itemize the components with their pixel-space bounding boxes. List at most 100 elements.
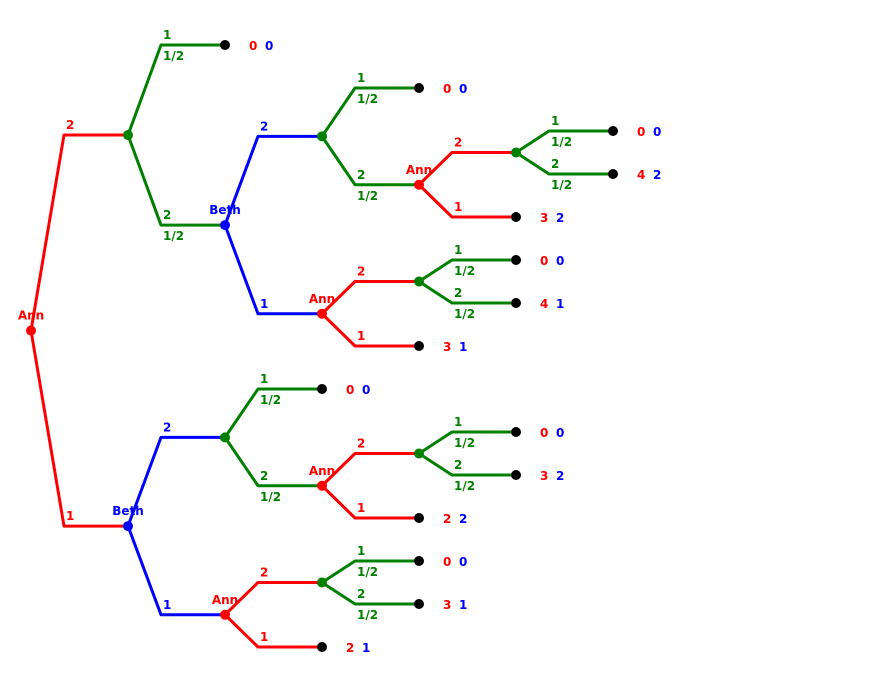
payoff-player2: 0 xyxy=(653,125,661,139)
payoff-player2: 0 xyxy=(459,82,467,96)
edge-root-0-1-1-0 xyxy=(320,280,421,316)
terminal-node xyxy=(317,642,327,652)
chance-node xyxy=(123,130,133,141)
edge-root-0-1-0-1 xyxy=(320,134,421,187)
edge-root-0-1-0-1-1 xyxy=(417,183,518,219)
action-label: 2 xyxy=(260,566,268,580)
action-label: 1 xyxy=(163,28,171,42)
payoff-player1: 2 xyxy=(346,641,354,655)
ann-node xyxy=(317,308,327,319)
terminal-node xyxy=(511,298,521,308)
probability-label: 1/2 xyxy=(454,264,475,278)
edge-root-1-0-1 xyxy=(223,435,324,488)
chance-node xyxy=(317,131,327,142)
edge-root-0-1-0-1-0-1 xyxy=(514,151,615,176)
action-label: 1 xyxy=(454,243,462,257)
terminal-node xyxy=(414,556,424,566)
edge-root-0-1-0-1-0 xyxy=(417,151,518,187)
edge-root-1-0 xyxy=(126,435,227,528)
action-label: 1 xyxy=(357,544,365,558)
ann-player-label: Ann xyxy=(406,163,432,177)
probability-label: 1/2 xyxy=(357,92,378,106)
edge-root-0-1 xyxy=(126,133,227,227)
action-label: 1 xyxy=(357,329,365,343)
tree-edges xyxy=(29,43,615,649)
tree-nodes xyxy=(26,40,618,652)
action-label: 1 xyxy=(357,71,365,85)
payoff-player2: 2 xyxy=(556,469,564,483)
action-label: 2 xyxy=(163,420,171,434)
payoff-player1: 3 xyxy=(540,469,548,483)
terminal-node xyxy=(220,40,230,50)
edge-root-1-1-0-1 xyxy=(320,581,421,606)
action-label: 2 xyxy=(260,119,268,133)
edge-root-0-1-1-0-1 xyxy=(417,280,518,305)
terminal-node xyxy=(511,255,521,265)
terminal-node xyxy=(608,169,618,179)
payoff-player2: 0 xyxy=(459,555,467,569)
beth-node xyxy=(220,220,230,231)
edge-root-1 xyxy=(29,329,130,528)
chance-node xyxy=(414,276,424,287)
payoff-player1: 2 xyxy=(443,512,451,526)
payoff-player1: 0 xyxy=(540,426,548,440)
ann-node xyxy=(26,325,36,336)
payoff-player2: 0 xyxy=(556,254,564,268)
action-label: 2 xyxy=(260,469,268,483)
action-label: 1 xyxy=(66,509,74,523)
payoff-player2: 0 xyxy=(556,426,564,440)
ann-node xyxy=(317,480,327,491)
payoff-player2: 1 xyxy=(362,641,370,655)
action-label: 2 xyxy=(454,136,462,150)
action-label: 1 xyxy=(454,200,462,214)
chance-node xyxy=(511,147,521,158)
probability-label: 1/2 xyxy=(163,229,184,243)
edge-root-1-0-0 xyxy=(223,387,324,439)
action-label: 2 xyxy=(454,458,462,472)
terminal-node xyxy=(511,427,521,437)
terminal-node xyxy=(511,470,521,480)
payoff-player1: 4 xyxy=(637,168,645,182)
edge-root-1-1 xyxy=(126,524,227,617)
payoff-player1: 0 xyxy=(540,254,548,268)
terminal-node xyxy=(608,126,618,136)
probability-label: 1/2 xyxy=(357,565,378,579)
action-label: 2 xyxy=(357,587,365,601)
payoff-player2: 0 xyxy=(265,39,273,53)
probability-label: 1/2 xyxy=(260,393,281,407)
action-label: 1 xyxy=(260,297,268,311)
probability-label: 1/2 xyxy=(454,436,475,450)
payoff-player1: 3 xyxy=(443,598,451,612)
payoff-player1: 3 xyxy=(443,340,451,354)
payoff-player2: 1 xyxy=(459,340,467,354)
probability-label: 1/2 xyxy=(357,608,378,622)
chance-node xyxy=(414,448,424,459)
terminal-node xyxy=(511,212,521,222)
chance-node xyxy=(317,577,327,588)
action-label: 2 xyxy=(163,208,171,222)
beth-node xyxy=(123,521,133,532)
payoff-player2: 2 xyxy=(653,168,661,182)
edge-root-1-1-0-0 xyxy=(320,559,421,584)
action-label: 2 xyxy=(357,437,365,451)
terminal-node xyxy=(414,341,424,351)
payoff-player1: 0 xyxy=(346,383,354,397)
edge-root-1-1-1 xyxy=(223,613,324,649)
payoff-player1: 0 xyxy=(249,39,257,53)
edge-root-0-1-1-1 xyxy=(320,312,421,348)
action-label: 2 xyxy=(357,168,365,182)
action-label: 2 xyxy=(454,286,462,300)
ann-player-label: Ann xyxy=(309,292,335,306)
edge-root-1-0-1-0-1 xyxy=(417,452,518,477)
payoff-player2: 0 xyxy=(362,383,370,397)
edge-root-1-1-0 xyxy=(223,581,324,617)
terminal-node xyxy=(414,83,424,93)
probability-label: 1/2 xyxy=(454,479,475,493)
probability-label: 1/2 xyxy=(551,178,572,192)
edge-root-0-1-0-1-0-0 xyxy=(514,129,615,154)
payoff-player2: 1 xyxy=(459,598,467,612)
beth-player-label: Beth xyxy=(209,203,241,217)
payoff-player1: 0 xyxy=(443,555,451,569)
payoff-player2: 2 xyxy=(459,512,467,526)
